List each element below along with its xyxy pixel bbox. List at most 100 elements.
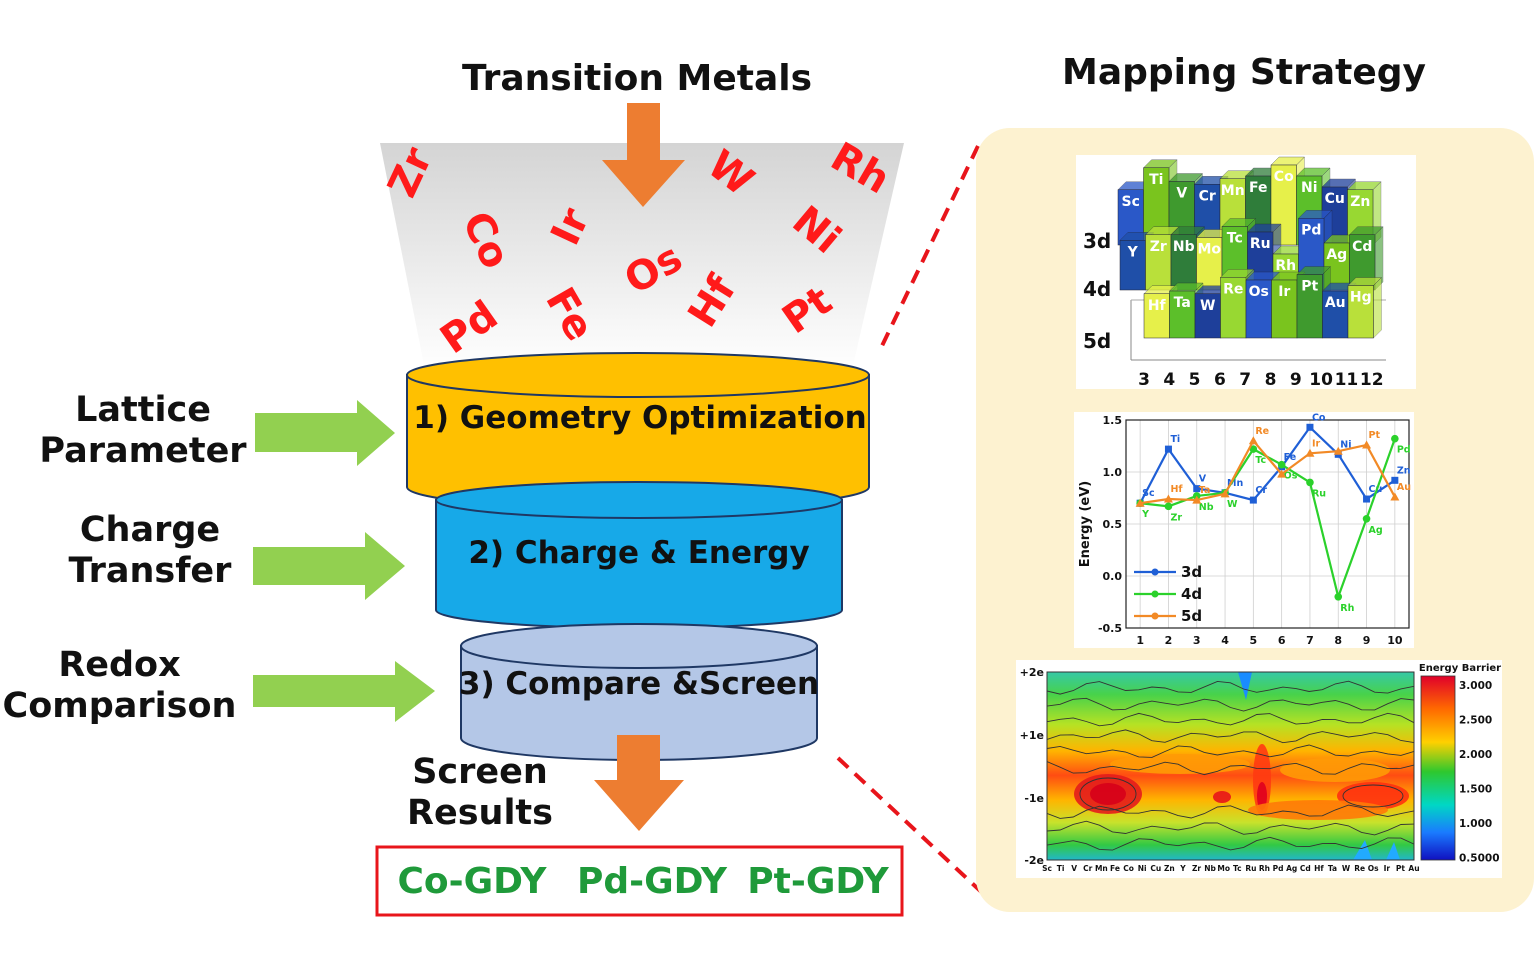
heatmap-x-tick: Cu (1150, 864, 1161, 873)
data-label: Nb (1199, 502, 1214, 513)
bar3d-element-label: Nb (1173, 239, 1195, 255)
data-point (1249, 496, 1257, 504)
contour-line (1046, 697, 1415, 712)
heatmap-x-tick: Ru (1245, 864, 1256, 873)
heatmap-x-tick: Cr (1083, 864, 1093, 873)
colorbar-tick: 3.000 (1459, 680, 1492, 692)
heatmap-blob (1090, 783, 1126, 805)
data-label: Ta (1199, 485, 1211, 496)
data-point (1135, 498, 1145, 507)
data-label: Zr (1170, 512, 1182, 523)
heatmap-x-tick: Au (1408, 864, 1419, 873)
bar3d-element-label: Au (1325, 295, 1346, 311)
connector-top (878, 145, 980, 351)
heatmap-x-tick: Ag (1286, 864, 1297, 873)
colorbar-tick: 0.5000 (1459, 853, 1500, 865)
main-title: Transition Metals (462, 58, 812, 99)
data-point (1163, 494, 1173, 503)
contour-line (1046, 680, 1415, 695)
bar3d-element-label: Ti (1149, 172, 1163, 188)
bar3d-element-label: Ag (1326, 247, 1347, 263)
step-label: 1) Geometry Optimization (413, 400, 866, 436)
bar3d-element-label: Hf (1148, 298, 1167, 314)
data-point (1362, 440, 1372, 449)
data-label: Fe (1284, 452, 1297, 463)
x-tick-label: 1 (1136, 634, 1144, 647)
bar3d-xtick: 11 (1335, 370, 1359, 390)
data-label: Ti (1170, 434, 1180, 445)
data-label: Ir (1312, 438, 1321, 449)
label-line: Comparison (2, 686, 237, 727)
data-label: Ni (1340, 439, 1351, 450)
heatmap-y-tick: +2e (1020, 666, 1044, 679)
data-label: Pd (1397, 445, 1411, 456)
data-point (1220, 489, 1230, 498)
x-tick-label: 9 (1363, 634, 1371, 647)
heatmap-y-tick: +1e (1020, 729, 1044, 742)
bar3d-element-label: Sc (1122, 194, 1140, 210)
connector-bottom (836, 756, 992, 902)
label-line: Results (407, 793, 553, 834)
data-point (1249, 445, 1258, 453)
bar3d-element-label: V (1176, 186, 1187, 202)
bar3d-element-label: Ni (1301, 180, 1318, 196)
bar3d-element-label: Ir (1278, 284, 1290, 300)
bar3d-element-label: Ru (1250, 236, 1271, 252)
bar3d-element-label: Y (1127, 244, 1139, 260)
bar3d-xtick: 7 (1239, 370, 1251, 390)
data-point (1390, 492, 1400, 501)
legend-marker (1151, 568, 1159, 576)
heatmap-frame (1046, 671, 1415, 861)
data-point (1277, 469, 1287, 478)
step-label: 2) Charge & Energy (468, 535, 809, 571)
heatmap-x-tick: Mn (1095, 864, 1108, 873)
heatmap-x-tick: Zr (1192, 864, 1201, 873)
x-tick-label: 3 (1193, 634, 1201, 647)
line-chart-background (1074, 412, 1414, 648)
heatmap-blob (1110, 754, 1250, 774)
data-label: Pt (1369, 430, 1381, 441)
bar3d-element-label: Re (1223, 281, 1243, 297)
legend-label: 3d (1181, 563, 1202, 581)
bar3d-xtick: 10 (1309, 370, 1333, 390)
label-line: Transfer (68, 551, 232, 592)
colorbar-tick: 2.000 (1459, 749, 1492, 761)
label-line: Redox (58, 645, 181, 685)
bar3d-row-label: 4d (1083, 277, 1111, 301)
data-label: Zn (1397, 465, 1411, 476)
data-point (1192, 495, 1202, 504)
result-pd-gdy: Pd-GDY (577, 861, 728, 902)
label-line: Charge (79, 510, 221, 550)
legend-marker (1151, 612, 1159, 620)
output-arrow (594, 735, 684, 831)
bar3d-element-label: Co (1274, 169, 1294, 185)
data-point (1248, 436, 1258, 445)
funnel-top (380, 143, 904, 370)
colorbar (1420, 675, 1456, 861)
bar3d-element-label: W (1200, 298, 1215, 314)
heatmap-x-tick: Tc (1233, 864, 1242, 873)
heatmap-blob (1257, 782, 1267, 810)
colorbar-tick: 2.500 (1459, 715, 1492, 727)
data-label: Rh (1340, 603, 1354, 614)
bar3d-element-label: Zr (1150, 239, 1167, 255)
bar3d-element-label: Os (1249, 284, 1269, 300)
heatmap-x-tick: Nb (1204, 864, 1216, 873)
bar3d-bar: Hg (1347, 277, 1382, 339)
bar3d-element-label: Mo (1197, 242, 1221, 258)
bar3d-bar: Os (1245, 271, 1280, 339)
bar3d-xtick: 6 (1214, 370, 1226, 390)
data-point (1334, 593, 1343, 601)
data-label: Re (1255, 426, 1269, 437)
heatmap-x-tick: Re (1354, 864, 1365, 873)
green-arrow-2 (253, 532, 405, 600)
data-point (1333, 446, 1343, 455)
contour-line (1046, 820, 1415, 836)
bar3d-row-label: 5d (1083, 329, 1111, 353)
label-line: Lattice (75, 390, 211, 430)
data-point (1391, 434, 1399, 443)
label-line: Parameter (39, 431, 247, 472)
line-chart-ylabel: Energy (eV) (1078, 481, 1093, 567)
heatmap-x-tick: Os (1368, 864, 1379, 873)
